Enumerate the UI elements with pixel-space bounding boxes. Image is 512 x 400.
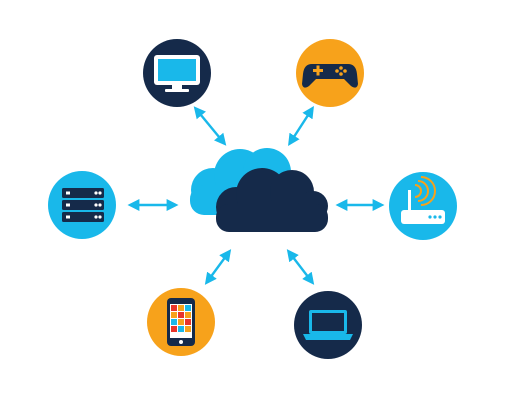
smartphone-node — [147, 288, 215, 356]
arrow-smartphone — [204, 249, 232, 285]
cloud-icon — [190, 148, 328, 232]
wifi-router-icon — [401, 176, 445, 224]
server-rack-icon — [62, 188, 104, 222]
smartphone-icon — [167, 298, 195, 346]
arrow-monitor — [193, 106, 227, 146]
arrow-gamepad — [288, 105, 314, 147]
gamepad-node — [296, 39, 364, 107]
router-node — [389, 172, 457, 240]
arrow-laptop — [286, 249, 315, 285]
gamepad-icon — [302, 64, 358, 88]
laptop-node — [294, 291, 362, 359]
laptop-icon — [303, 310, 353, 340]
monitor-node — [143, 39, 211, 107]
connectors — [127, 105, 385, 285]
monitor-icon — [154, 55, 200, 92]
server-node — [48, 171, 116, 239]
